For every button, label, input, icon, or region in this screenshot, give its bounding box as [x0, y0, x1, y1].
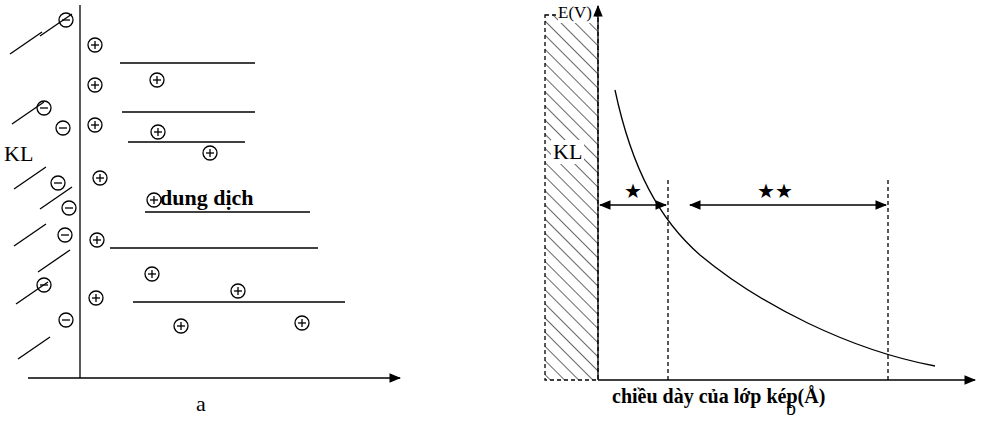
metal-hatch — [14, 224, 46, 246]
solution-label: dung dịch — [160, 186, 254, 210]
layer-line — [110, 247, 318, 248]
layer-line — [128, 141, 245, 142]
x-axis — [598, 379, 975, 380]
positive-charge — [231, 284, 245, 298]
boundary-dashed — [887, 180, 888, 380]
layer-line — [145, 211, 310, 212]
panel-label: a — [196, 392, 206, 416]
metal-hatch — [38, 250, 70, 272]
negative-charge — [58, 228, 72, 242]
negative-charge — [59, 13, 73, 27]
positive-charge — [203, 146, 217, 160]
positive-charge — [88, 118, 102, 132]
metal-hatch — [18, 337, 50, 359]
potential-curve — [615, 90, 935, 366]
diffuse-layer-arrow — [690, 204, 886, 205]
metal-label: KL — [551, 140, 584, 164]
positive-charge — [174, 319, 188, 333]
metal-hatch — [16, 282, 48, 304]
negative-charge — [37, 278, 51, 292]
positive-charge — [151, 125, 165, 139]
negative-charge — [62, 201, 76, 215]
axis-label: E(V) — [558, 4, 592, 23]
layer-mark: ★ — [624, 180, 642, 202]
y-axis — [597, 6, 598, 380]
dense-layer-arrow — [600, 204, 666, 205]
positive-charge — [88, 38, 102, 52]
negative-charge — [56, 121, 70, 135]
positive-charge — [147, 193, 161, 207]
metal-label: KL — [4, 142, 33, 166]
boundary-dashed — [667, 180, 668, 380]
layer-line — [122, 111, 255, 112]
negative-charge — [59, 313, 73, 327]
positive-charge — [93, 171, 107, 185]
negative-charge — [51, 176, 65, 190]
panel-label: b — [786, 397, 796, 419]
metal-hatch — [14, 167, 46, 189]
metal-hatch — [10, 32, 42, 54]
positive-charge — [145, 267, 159, 281]
positive-charge — [90, 233, 104, 247]
layer-line — [133, 301, 345, 302]
layer-line — [120, 62, 255, 63]
layer-mark: ★★ — [757, 180, 793, 202]
positive-charge — [89, 291, 103, 305]
axis-arrow — [28, 377, 400, 378]
negative-charge — [37, 101, 51, 115]
metal-hatch — [40, 14, 72, 36]
metal-surface — [79, 5, 80, 378]
positive-charge — [88, 78, 102, 92]
positive-charge — [295, 316, 309, 330]
metal-block — [545, 15, 598, 380]
positive-charge — [150, 73, 164, 87]
